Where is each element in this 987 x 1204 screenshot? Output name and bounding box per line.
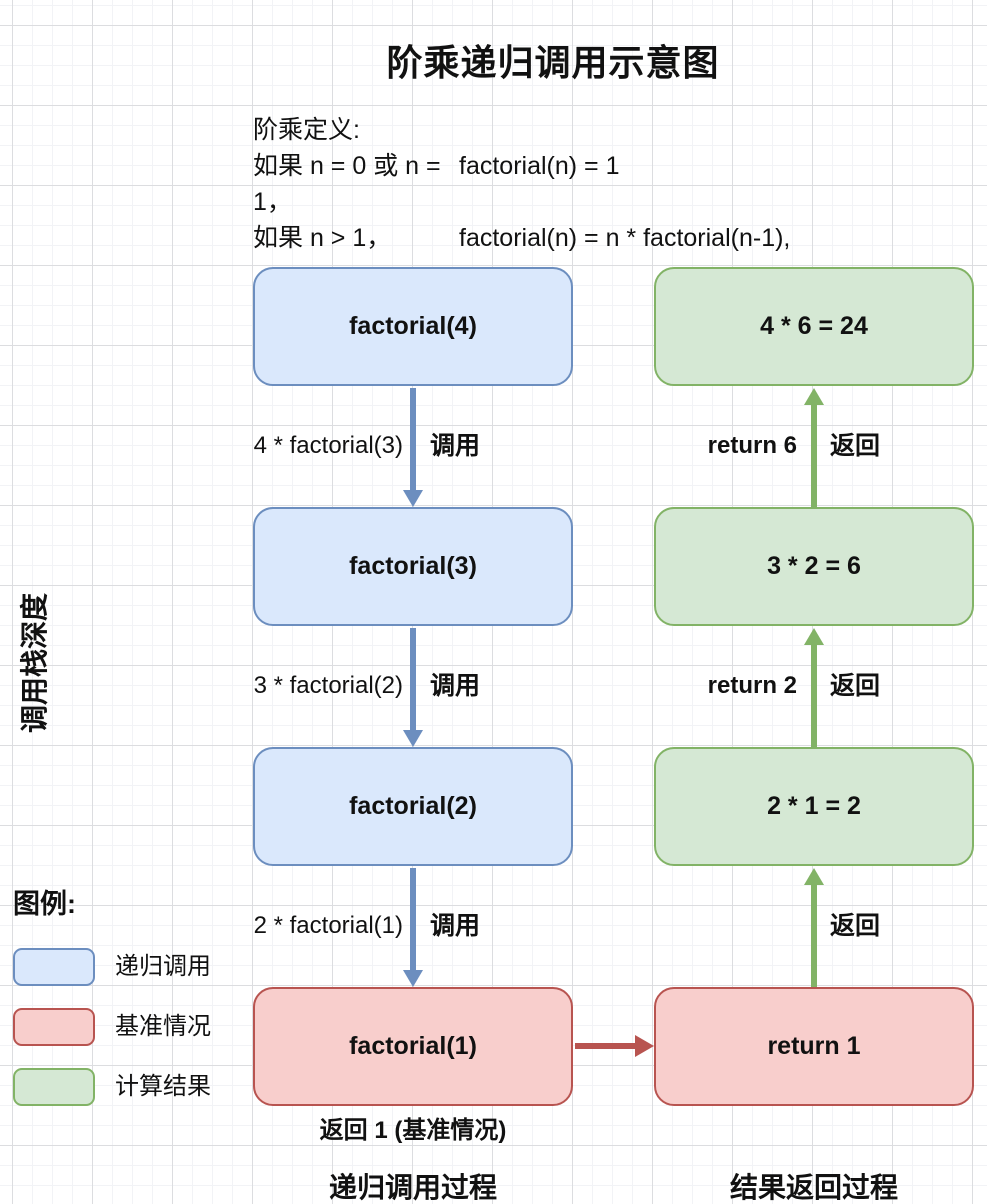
definition-case-recursive: 如果 n > 1， factorial(n) = n * factorial(n-… — [253, 220, 790, 256]
base-case-arrow-right — [575, 1035, 654, 1057]
definition-block: 阶乘定义: 如果 n = 0 或 n = 1，factorial(n) = 1 … — [253, 112, 790, 256]
legend-label-base-case: 基准情况 — [115, 1013, 211, 1040]
arrow-shaft — [811, 401, 817, 507]
call-arrow-down-3 — [403, 868, 423, 987]
return-tag-label-1: 返回 — [830, 432, 881, 460]
return-expr-label-2: return 2 — [707, 672, 797, 699]
call-tag-label-2: 调用 — [430, 672, 481, 700]
return-arrow-up-1 — [804, 388, 824, 507]
return-arrow-up-2 — [804, 628, 824, 747]
call-box-factorial-4: factorial(4) — [253, 267, 573, 386]
arrow-right-icon — [635, 1035, 654, 1057]
arrow-up-icon — [804, 628, 824, 645]
return-tag-label-3: 返回 — [830, 912, 881, 940]
footer-return-process: 结果返回过程 — [729, 1172, 898, 1203]
base-case-box-factorial-1: factorial(1) — [253, 987, 573, 1106]
arrow-up-icon — [804, 868, 824, 885]
call-expr-label-2: 3 * factorial(2) — [253, 672, 403, 699]
arrow-up-icon — [804, 388, 824, 405]
call-arrow-down-2 — [403, 628, 423, 747]
definition-case-base: 如果 n = 0 或 n = 1， factorial(n) = 1 — [253, 148, 790, 220]
call-expr-label-3: 2 * factorial(1) — [253, 912, 403, 939]
return-arrow-up-3 — [804, 868, 824, 987]
legend-swatch-result — [13, 1068, 95, 1106]
definition-formula-recursive: factorial(n) = n * factorial(n-1), — [459, 224, 791, 252]
arrow-shaft — [410, 388, 416, 494]
arrow-shaft — [410, 628, 416, 734]
return-expr-label-3 — [645, 909, 797, 943]
call-box-factorial-2: factorial(2) — [253, 747, 573, 866]
result-box-4x6: 4 * 6 = 24 — [654, 267, 974, 386]
legend-swatch-recursive-call — [13, 948, 95, 986]
legend-label-result: 计算结果 — [115, 1073, 211, 1100]
call-tag-label-3: 调用 — [430, 912, 481, 940]
call-tag-label-1: 调用 — [430, 432, 481, 460]
result-box-3x2: 3 * 2 = 6 — [654, 507, 974, 626]
arrow-down-icon — [403, 490, 423, 507]
result-box-2x1: 2 * 1 = 2 — [654, 747, 974, 866]
return-expr-label-1: return 6 — [707, 432, 797, 459]
definition-condition-base: 如果 n = 0 或 n = 1， — [253, 152, 441, 216]
definition-formula-base: factorial(n) = 1 — [459, 152, 620, 180]
axis-label-call-stack-depth: 调用栈深度 — [19, 593, 50, 734]
arrow-shaft — [575, 1043, 639, 1049]
call-arrow-down-1 — [403, 388, 423, 507]
legend-swatch-base-case — [13, 1008, 95, 1046]
arrow-shaft — [811, 641, 817, 747]
arrow-down-icon — [403, 970, 423, 987]
legend-heading: 图例: — [13, 889, 76, 919]
arrow-shaft — [410, 868, 416, 974]
legend-label-recursive-call: 递归调用 — [115, 953, 211, 980]
definition-condition-recursive: 如果 n > 1， — [253, 224, 392, 252]
return-tag-label-2: 返回 — [830, 672, 881, 700]
arrow-down-icon — [403, 730, 423, 747]
page-title: 阶乘递归调用示意图 — [386, 42, 720, 83]
footer-call-process: 递归调用过程 — [328, 1172, 497, 1203]
base-case-note: 返回 1 (基准情况) — [319, 1117, 507, 1144]
call-box-factorial-3: factorial(3) — [253, 507, 573, 626]
definition-heading: 阶乘定义: — [253, 116, 360, 144]
base-return-box: return 1 — [654, 987, 974, 1106]
arrow-shaft — [811, 881, 817, 987]
call-expr-label-1: 4 * factorial(3) — [253, 432, 403, 459]
